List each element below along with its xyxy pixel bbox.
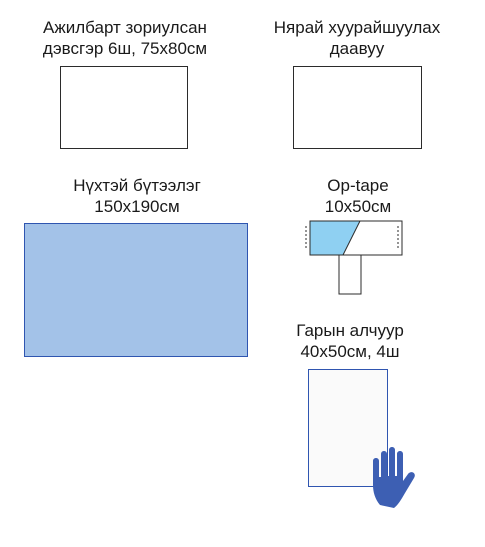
baby-wipe-box [293,66,422,149]
glove-label-line1: Гарын алчуур [296,321,404,340]
op-tape-drawing [305,220,403,295]
towel-label: Ажилбарт зориулсан дэвсгэр 6ш, 75x80см [20,17,230,59]
baby-wipe-label-line1: Нярай хуурайшуулах [273,18,441,37]
glove-label-line2: 40x50см, 4ш [300,342,400,361]
drape-label-line1: Нүхтэй бүтээлэг [73,176,201,195]
drape-label-line2: 150x190см [94,197,180,216]
towel-label-line2: дэвсгэр 6ш, 75x80см [42,39,208,58]
hand-icon [373,447,415,508]
op-tape-label: Op-tape 10x50см [288,175,428,217]
op-tape-tail [338,254,362,295]
towel-box [60,66,188,149]
drape-label: Нүхтэй бүтээлэг 150x190см [32,175,242,217]
baby-wipe-label-line2: даавуу [329,39,385,58]
glove-label: Гарын алчуур 40x50см, 4ш [280,320,420,362]
op-tape-label-line1: Op-tape [327,176,389,195]
op-tape-label-line2: 10x50см [324,197,392,216]
drape-box [24,223,248,357]
baby-wipe-label: Нярай хуурайшуулах даавуу [252,17,462,59]
towel-label-line1: Ажилбарт зориулсан [43,18,207,37]
